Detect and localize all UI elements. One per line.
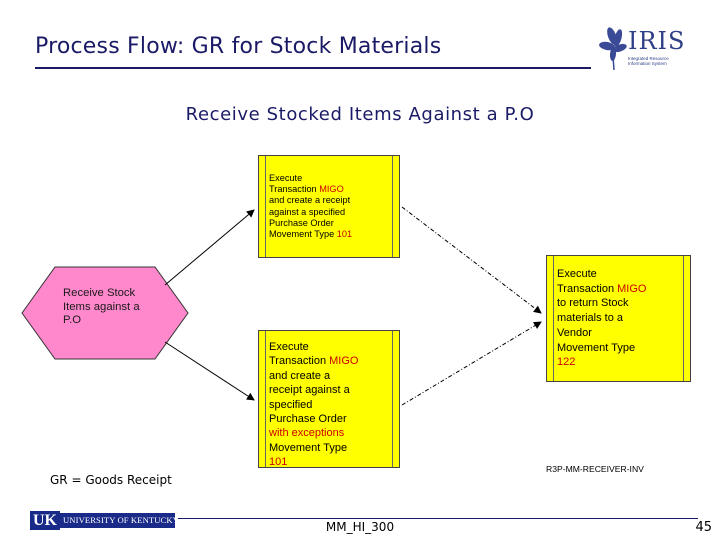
- uk-logo-badge: UK: [30, 511, 60, 530]
- box2-line: and create a: [269, 369, 331, 382]
- box3-line: to return Stock: [557, 297, 629, 310]
- iris-logo-text: IRIS: [628, 27, 686, 55]
- iris-logo-subtext: Integrated Resource Information System: [628, 56, 669, 66]
- box2-text-pre: Transaction: [269, 355, 330, 368]
- page-title: Process Flow: GR for Stock Materials: [35, 34, 442, 59]
- box2-line: Purchase Order: [269, 413, 347, 426]
- box2-exceptions: with exceptions: [269, 427, 345, 440]
- box1-line: and create a receipt: [269, 195, 351, 206]
- box2-text: Execute Transaction MIGO and create a re…: [269, 340, 391, 470]
- box-left-rule: [265, 331, 266, 467]
- box2-line: specified: [269, 398, 313, 411]
- arrow-box2-to-box3: [401, 321, 542, 406]
- box2-transaction-code: MIGO: [329, 355, 359, 368]
- box3-transaction-code: MIGO: [617, 282, 647, 295]
- page-number: 45: [695, 520, 712, 535]
- footer-rule: [178, 518, 698, 519]
- box1-line: Transaction MIGO: [269, 184, 391, 195]
- start-hexagon: [21, 266, 189, 360]
- box1-text: Execute Transaction MIGO and create a re…: [269, 173, 391, 240]
- course-code: MM_HI_300: [325, 520, 395, 534]
- box1-text-pre: Movement Type: [269, 229, 337, 240]
- box3-line: Movement Type: [557, 341, 636, 354]
- box2-movement-type: 101: [269, 456, 288, 469]
- iris-flower-icon: [599, 27, 627, 71]
- box2-line: receipt against a: [269, 384, 350, 397]
- box2-line: Movement Type: [269, 441, 348, 454]
- report-code-label: R3P-MM-RECEIVER-INV: [546, 464, 644, 474]
- box3-movement-type: 122: [557, 356, 576, 369]
- box2-line: Transaction MIGO: [269, 354, 391, 368]
- box-left-rule: [553, 256, 554, 381]
- box1-line: Purchase Order: [269, 217, 334, 228]
- box1-text-pre: Transaction: [269, 184, 320, 195]
- process-box-create-receipt: Execute Transaction MIGO and create a re…: [258, 155, 400, 258]
- box3-line: materials to a: [557, 312, 624, 325]
- title-underline: [35, 67, 591, 69]
- box1-line: Movement Type 101: [269, 229, 391, 240]
- box3-text-pre: Transaction: [557, 282, 618, 295]
- university-name: UNIVERSITY OF KENTUCKY: [60, 513, 179, 528]
- process-box-return-to-vendor: Execute Transaction MIGO to return Stock…: [546, 255, 691, 382]
- process-box-receipt-with-exceptions: Execute Transaction MIGO and create a re…: [258, 330, 400, 468]
- box1-transaction-code: MIGO: [319, 184, 344, 195]
- box1-movement-type: 101: [336, 229, 353, 240]
- box3-line: Vendor: [557, 326, 592, 339]
- box-right-rule: [683, 256, 684, 381]
- box3-line: Transaction MIGO: [557, 282, 682, 297]
- box-right-rule: [392, 156, 393, 257]
- box2-line: Execute: [269, 341, 309, 353]
- box1-line: against a specified: [269, 206, 346, 217]
- diagram-subtitle: Receive Stocked Items Against a P.O: [185, 104, 535, 125]
- arrow-start-to-box1: [164, 209, 255, 286]
- box3-text: Execute Transaction MIGO to return Stock…: [557, 267, 682, 370]
- box3-line: Execute: [557, 268, 597, 280]
- box-right-rule: [392, 331, 393, 467]
- arrow-start-to-box2: [164, 341, 255, 401]
- arrow-box1-to-box3: [401, 206, 542, 314]
- start-node-label: Receive Stock Items against a P.O: [63, 287, 140, 327]
- box-left-rule: [265, 156, 266, 257]
- gr-definition-note: GR = Goods Receipt: [50, 473, 172, 487]
- box1-line: Execute: [269, 173, 303, 183]
